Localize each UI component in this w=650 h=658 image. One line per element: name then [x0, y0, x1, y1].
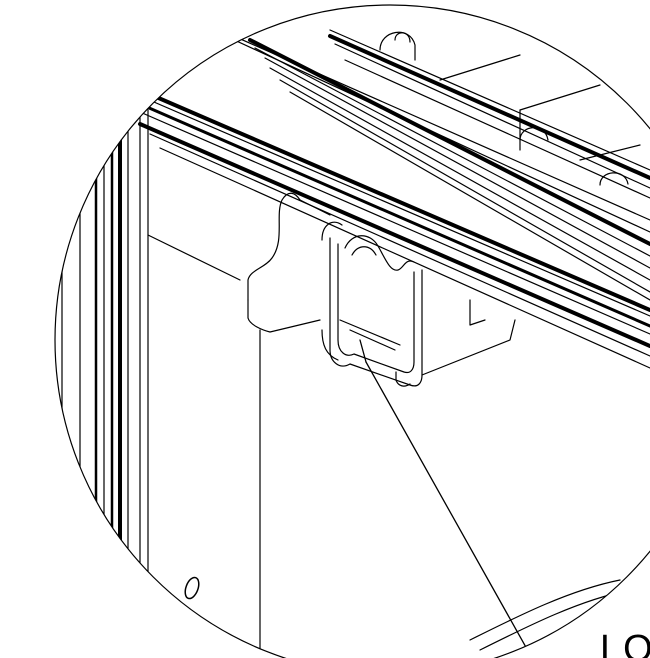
top-extrusion-rail — [138, 29, 650, 369]
callout-leader-line — [365, 361, 533, 658]
left-bracket — [247, 192, 331, 333]
callout-label: LO — [600, 628, 650, 658]
detail-circle — [54, 4, 650, 658]
hole-marking — [184, 576, 200, 600]
u-clip-bracket — [321, 221, 516, 387]
background-rollers — [379, 31, 641, 186]
